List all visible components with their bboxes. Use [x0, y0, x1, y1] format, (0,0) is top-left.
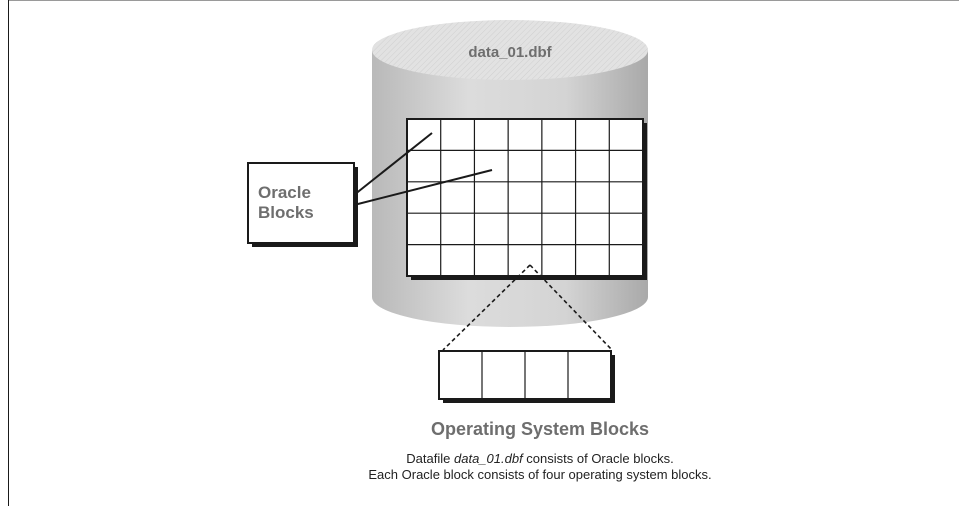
caption-filename: data_01.dbf — [454, 451, 523, 466]
oracle-blocks-label: Oracle Blocks — [248, 183, 356, 223]
oracle-blocks-label-line2: Blocks — [258, 203, 314, 222]
os-block-row — [438, 350, 615, 403]
caption-line-1-prefix: Datafile — [406, 451, 454, 466]
os-blocks-title: Operating System Blocks — [430, 419, 650, 439]
oracle-connector-lower — [353, 169, 493, 206]
cylinder-top — [372, 20, 648, 80]
frame-top-rule — [8, 0, 959, 1]
oracle-connector-upper — [353, 132, 433, 196]
figure-caption: Datafile data_01.dbf consists of Oracle … — [300, 451, 780, 483]
oracle-grid-border — [406, 118, 644, 277]
os-connector-left — [442, 264, 531, 351]
caption-line-1: Datafile data_01.dbf consists of Oracle … — [300, 451, 780, 467]
frame-left-rule — [8, 0, 9, 506]
datafile-name-label: data_01.dbf — [468, 44, 552, 61]
os-connector-right — [529, 264, 613, 351]
oracle-label-box — [247, 162, 355, 244]
oracle-blocks-label-line1: Oracle — [258, 183, 311, 202]
oracle-block-grid — [406, 118, 647, 280]
caption-line-1-suffix: consists of Oracle blocks. — [522, 451, 674, 466]
caption-line-2: Each Oracle block consists of four opera… — [368, 467, 712, 482]
